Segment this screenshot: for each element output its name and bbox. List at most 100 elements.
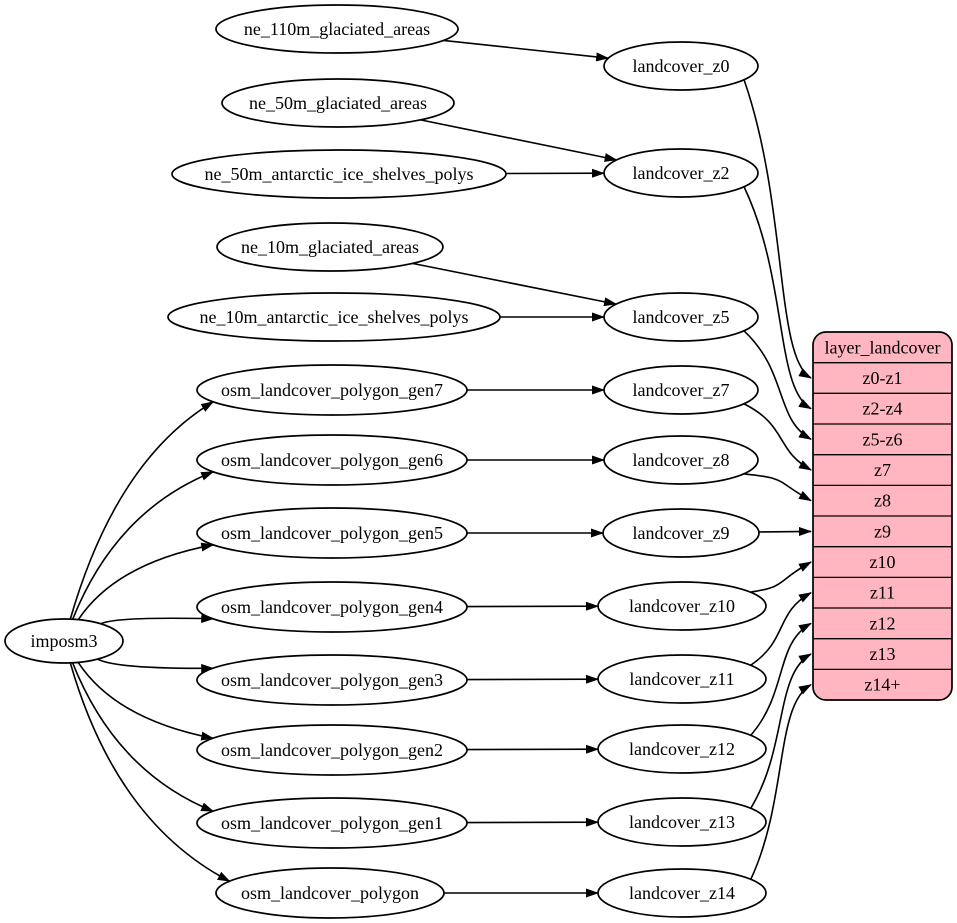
node-label-osm_landcover_polygon_gen4: osm_landcover_polygon_gen4 bbox=[221, 597, 443, 617]
node-ne_10m_glaciated_areas: ne_10m_glaciated_areas bbox=[216, 222, 444, 272]
node-ellipse-ne_50m_glaciated_areas bbox=[221, 78, 455, 128]
node-ellipse-landcover_z14 bbox=[597, 868, 767, 918]
edge-landcover_z9-to-z9 bbox=[758, 527, 812, 537]
node-label-landcover_z13: landcover_z13 bbox=[629, 812, 735, 832]
edge-landcover_z2-to-z2-z4 bbox=[743, 186, 812, 410]
table-row-label-z7: z7 bbox=[874, 460, 891, 480]
table-layer_landcover: layer_landcoverz0-z1z2-z4z5-z6z7z8z9z10z… bbox=[812, 331, 953, 701]
node-label-landcover_z0: landcover_z0 bbox=[633, 56, 730, 76]
node-ellipse-ne_10m_antarctic_ice_shelves_polys bbox=[167, 292, 501, 342]
node-ellipse-landcover_z8 bbox=[603, 435, 759, 485]
node-label-landcover_z5: landcover_z5 bbox=[633, 307, 730, 327]
edge-landcover_z13-to-z13 bbox=[750, 653, 812, 809]
node-landcover_z11: landcover_z11 bbox=[597, 654, 767, 704]
node-ellipse-landcover_z11 bbox=[597, 654, 767, 704]
node-ellipse-ne_10m_glaciated_areas bbox=[216, 222, 444, 272]
table-row-label-z10: z10 bbox=[870, 552, 896, 572]
edge-ne_110m_glaciated_areas-to-landcover_z0 bbox=[443, 39, 610, 62]
nodes-layer: imposm3 ne_110m_glaciated_areas ne_50m_gla… bbox=[4, 4, 767, 919]
table-row-label-z12: z12 bbox=[870, 613, 896, 633]
edge-landcover_z14-to-z14+ bbox=[750, 684, 812, 880]
edge-imposm3-to-osm_landcover_polygon_gen3 bbox=[97, 658, 215, 673]
table-row-label-z8: z8 bbox=[874, 491, 891, 511]
node-osm_landcover_polygon_gen1: osm_landcover_polygon_gen1 bbox=[196, 797, 468, 849]
edge-imposm3-to-osm_landcover_polygon_gen4 bbox=[100, 614, 215, 625]
table-row-label-z13: z13 bbox=[870, 644, 896, 664]
node-ellipse-landcover_z0 bbox=[603, 41, 759, 91]
node-label-ne_10m_glaciated_areas: ne_10m_glaciated_areas bbox=[241, 237, 419, 257]
node-ellipse-landcover_z7 bbox=[603, 365, 759, 415]
node-ellipse-landcover_z13 bbox=[597, 797, 767, 847]
table-row-label-z2-z4: z2-z4 bbox=[863, 399, 903, 419]
edge-landcover_z11-to-z11 bbox=[750, 592, 812, 666]
edge-landcover_z5-to-z5-z6 bbox=[743, 330, 812, 440]
node-osm_landcover_polygon_gen5: osm_landcover_polygon_gen5 bbox=[196, 507, 468, 559]
node-landcover_z9: landcover_z9 bbox=[602, 508, 760, 558]
node-ne_110m_glaciated_areas: ne_110m_glaciated_areas bbox=[215, 4, 459, 54]
node-ellipse-osm_landcover_polygon_gen2 bbox=[196, 724, 468, 776]
node-osm_landcover_polygon_gen7: osm_landcover_polygon_gen7 bbox=[196, 364, 468, 416]
edge-ne_10m_glaciated_areas-to-landcover_z5 bbox=[412, 262, 618, 307]
node-label-landcover_z12: landcover_z12 bbox=[629, 739, 735, 759]
table-row-label-z0-z1: z0-z1 bbox=[863, 368, 903, 388]
node-landcover_z13: landcover_z13 bbox=[597, 797, 767, 847]
node-ellipse-osm_landcover_polygon_gen3 bbox=[196, 654, 468, 706]
node-ellipse-landcover_z12 bbox=[597, 724, 767, 774]
node-osm_landcover_polygon_gen6: osm_landcover_polygon_gen6 bbox=[196, 434, 468, 486]
node-label-ne_50m_glaciated_areas: ne_50m_glaciated_areas bbox=[249, 93, 427, 113]
node-label-landcover_z14: landcover_z14 bbox=[629, 883, 735, 903]
node-landcover_z14: landcover_z14 bbox=[597, 868, 767, 918]
node-label-ne_10m_antarctic_ice_shelves_polys: ne_10m_antarctic_ice_shelves_polys bbox=[200, 307, 469, 327]
node-ellipse-osm_landcover_polygon_gen6 bbox=[196, 434, 468, 486]
node-label-osm_landcover_polygon_gen6: osm_landcover_polygon_gen6 bbox=[221, 450, 443, 470]
node-ellipse-osm_landcover_polygon_gen4 bbox=[196, 581, 468, 633]
node-ellipse-landcover_z10 bbox=[597, 581, 767, 631]
edge-landcover_z0-to-z0-z1 bbox=[743, 79, 812, 379]
node-label-osm_landcover_polygon_gen5: osm_landcover_polygon_gen5 bbox=[221, 523, 443, 543]
node-landcover_z10: landcover_z10 bbox=[597, 581, 767, 631]
table-row-label-z5-z6: z5-z6 bbox=[863, 429, 903, 449]
node-osm_landcover_polygon_gen4: osm_landcover_polygon_gen4 bbox=[196, 581, 468, 633]
node-ellipse-landcover_z5 bbox=[603, 292, 759, 342]
node-landcover_z7: landcover_z7 bbox=[603, 365, 759, 415]
edge-landcover_z7-to-z7 bbox=[743, 403, 812, 471]
node-label-ne_50m_antarctic_ice_shelves_polys: ne_50m_antarctic_ice_shelves_polys bbox=[205, 164, 474, 184]
edge-ne_50m_glaciated_areas-to-landcover_z2 bbox=[420, 119, 618, 162]
edges-layer bbox=[69, 39, 812, 898]
node-label-ne_110m_glaciated_areas: ne_110m_glaciated_areas bbox=[244, 19, 430, 39]
node-osm_landcover_polygon_gen3: osm_landcover_polygon_gen3 bbox=[196, 654, 468, 706]
node-label-landcover_z10: landcover_z10 bbox=[629, 596, 735, 616]
node-label-osm_landcover_polygon_gen2: osm_landcover_polygon_gen2 bbox=[221, 740, 443, 760]
node-label-osm_landcover_polygon: osm_landcover_polygon bbox=[241, 883, 419, 903]
node-label-osm_landcover_polygon_gen7: osm_landcover_polygon_gen7 bbox=[221, 380, 443, 400]
node-ellipse-osm_landcover_polygon_gen7 bbox=[196, 364, 468, 416]
node-osm_landcover_polygon: osm_landcover_polygon bbox=[215, 867, 445, 919]
node-ellipse-landcover_z2 bbox=[603, 148, 759, 198]
node-ellipse-ne_110m_glaciated_areas bbox=[215, 4, 459, 54]
node-ellipse-imposm3 bbox=[4, 618, 124, 664]
table-row-label-z14+: z14+ bbox=[864, 675, 900, 695]
edge-imposm3-to-osm_landcover_polygon_gen5 bbox=[77, 542, 215, 621]
node-ellipse-landcover_z9 bbox=[602, 508, 760, 558]
node-ne_50m_glaciated_areas: ne_50m_glaciated_areas bbox=[221, 78, 455, 128]
table-row-label-z11: z11 bbox=[870, 583, 895, 603]
edge-landcover_z12-to-z12 bbox=[750, 622, 812, 736]
edge-imposm3-to-osm_landcover_polygon bbox=[69, 662, 231, 883]
node-label-imposm3: imposm3 bbox=[30, 631, 97, 651]
node-imposm3: imposm3 bbox=[4, 618, 124, 664]
node-label-landcover_z11: landcover_z11 bbox=[629, 669, 734, 689]
node-ellipse-ne_50m_antarctic_ice_shelves_polys bbox=[171, 149, 507, 199]
node-ellipse-osm_landcover_polygon_gen5 bbox=[196, 507, 468, 559]
edge-imposm3-to-osm_landcover_polygon_gen1 bbox=[71, 662, 215, 813]
node-landcover_z12: landcover_z12 bbox=[597, 724, 767, 774]
node-landcover_z2: landcover_z2 bbox=[603, 148, 759, 198]
node-landcover_z5: landcover_z5 bbox=[603, 292, 759, 342]
node-label-osm_landcover_polygon_gen3: osm_landcover_polygon_gen3 bbox=[221, 670, 443, 690]
edge-imposm3-to-osm_landcover_polygon_gen6 bbox=[71, 471, 215, 620]
node-ellipse-osm_landcover_polygon bbox=[215, 867, 445, 919]
node-label-landcover_z9: landcover_z9 bbox=[633, 523, 730, 543]
node-label-osm_landcover_polygon_gen1: osm_landcover_polygon_gen1 bbox=[221, 813, 443, 833]
edge-imposm3-to-osm_landcover_polygon_gen7 bbox=[69, 401, 215, 620]
